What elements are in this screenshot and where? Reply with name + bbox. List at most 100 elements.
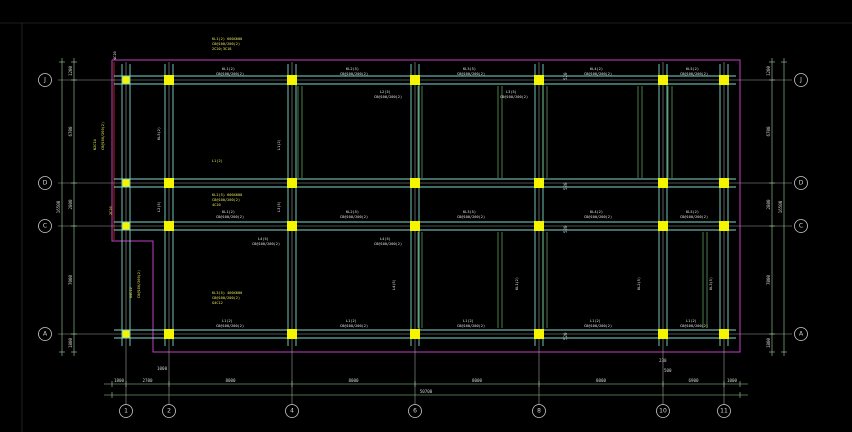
beam-note: KL2(5) xyxy=(346,67,359,71)
column xyxy=(534,329,544,339)
beam-note-vertical: KL2(5) xyxy=(637,277,641,290)
axis-bubble-left-circle xyxy=(38,219,52,233)
beam-note: KL2(5) xyxy=(346,210,359,214)
rebar-label: C8@100/200(2) xyxy=(212,296,240,300)
axis-bubble-bottom-circle xyxy=(656,404,670,418)
column xyxy=(410,329,420,339)
column xyxy=(719,329,729,339)
beam-note: L1(2) xyxy=(346,319,357,323)
beam-label: KL1(2) 600X600 xyxy=(212,37,242,41)
dim-label: 1800 xyxy=(114,378,125,383)
beam-note: C8@100/200(2) xyxy=(457,72,485,76)
rebar-label-vertical: N2C14 xyxy=(93,139,97,150)
beam-note: KL3(5) xyxy=(463,210,476,214)
beam-label: KL3(5) 400X600 xyxy=(212,291,242,295)
rebar-label-vertical: G4C12 xyxy=(129,287,133,298)
beam-note: C8@100/200(2) xyxy=(340,215,368,219)
axis-bubble-bottom-label: 11 xyxy=(720,408,728,415)
column xyxy=(658,75,668,85)
beam-note-vertical: KL5(2) xyxy=(157,127,161,140)
axis-bubble-right-circle xyxy=(794,327,808,341)
dim-label: 2800 xyxy=(766,199,771,210)
dim-label: 6700 xyxy=(68,126,73,137)
column xyxy=(534,221,544,231)
column xyxy=(719,178,729,188)
column xyxy=(719,75,729,85)
dim-total-label: 16500 xyxy=(56,200,61,213)
dim-label: 7000 xyxy=(68,274,73,285)
beam-note-vertical: L2(5) xyxy=(157,201,161,212)
column xyxy=(534,75,544,85)
dim-label: 2700 xyxy=(142,378,153,383)
axis-bubble-bottom-circle xyxy=(162,404,176,418)
dim-label: 8000 xyxy=(225,378,236,383)
beam-note: L1(2) xyxy=(590,319,601,323)
dim-label: 8000 xyxy=(472,378,483,383)
beam-note: KL5(2) xyxy=(686,210,699,214)
dim-label: 8000 xyxy=(596,378,607,383)
beam-note-vertical: L4(5) xyxy=(392,279,396,290)
column xyxy=(122,76,130,84)
axis-bubble-left-label: J xyxy=(43,77,46,84)
axis-bubble-right-label: A xyxy=(799,331,804,338)
axis-bubble-bottom-label: 8 xyxy=(537,408,541,415)
rebar-label-vertical: 4C20 xyxy=(113,51,117,60)
column xyxy=(287,75,297,85)
rebar-label: 4C20 xyxy=(212,203,221,207)
axis-bubble-bottom-label: 10 xyxy=(659,408,667,415)
column xyxy=(410,178,420,188)
axis-bubble-left-label: D xyxy=(43,180,48,187)
beam-note: C8@100/200(2) xyxy=(584,72,612,76)
small-dim: 520 xyxy=(563,332,568,340)
small-dim: 1000 xyxy=(157,366,168,371)
rebar-label: G4C12 xyxy=(212,301,223,305)
dim-label: 1200 xyxy=(68,65,73,76)
axis-bubble-bottom-label: 6 xyxy=(413,408,417,415)
beam-note: L4(5) xyxy=(258,237,269,241)
dim-label: 1000 xyxy=(727,378,738,383)
small-dim: 230 xyxy=(659,358,667,363)
axis-bubble-left-label: A xyxy=(43,331,48,338)
column xyxy=(287,329,297,339)
axis-bubble-bottom-circle xyxy=(532,404,546,418)
column xyxy=(658,329,668,339)
column xyxy=(122,179,130,187)
beam-note: C8@100/200(2) xyxy=(216,72,244,76)
beam-note: L1(2) xyxy=(463,319,474,323)
beam-note-vertical: KL1(2) xyxy=(515,277,519,290)
column xyxy=(164,221,174,231)
beam-note: KL4(2) xyxy=(590,210,603,214)
beam-note: C8@100/200(2) xyxy=(457,215,485,219)
rebar-label-vertical: 2C20 xyxy=(109,206,113,215)
axis-bubble-left-label: C xyxy=(43,223,47,230)
axis-bubble-bottom-label: 1 xyxy=(124,408,128,415)
beam-note: KL4(2) xyxy=(590,67,603,71)
axis-bubble-left-circle xyxy=(38,176,52,190)
axis-bubble-right-circle xyxy=(794,73,808,87)
column xyxy=(719,221,729,231)
dim-total-label: 16500 xyxy=(778,200,783,213)
column xyxy=(410,221,420,231)
column xyxy=(287,221,297,231)
beam-note: L2(5) xyxy=(380,90,391,94)
dim-label: 2800 xyxy=(68,199,73,210)
small-dim: 520 xyxy=(563,72,568,80)
dim-total-label: 50700 xyxy=(420,389,433,394)
column xyxy=(658,221,668,231)
boundary-outline xyxy=(111,59,741,353)
dim-label: 1800 xyxy=(766,337,771,348)
column xyxy=(410,75,420,85)
axis-bubble-bottom-label: 4 xyxy=(290,408,294,415)
column xyxy=(164,329,174,339)
dim-label: 6900 xyxy=(688,378,699,383)
rebar-label: C8@100/200(2) xyxy=(212,198,240,202)
beam-label: KL2(5) 600X600 xyxy=(212,193,242,197)
axis-bubble-bottom-circle xyxy=(408,404,422,418)
column xyxy=(534,178,544,188)
beam-note: C8@100/200(2) xyxy=(216,324,244,328)
axis-bubble-right-label: D xyxy=(799,180,804,187)
beam-note: C8@100/200(2) xyxy=(374,95,402,99)
small-dim: 520 xyxy=(563,225,568,233)
